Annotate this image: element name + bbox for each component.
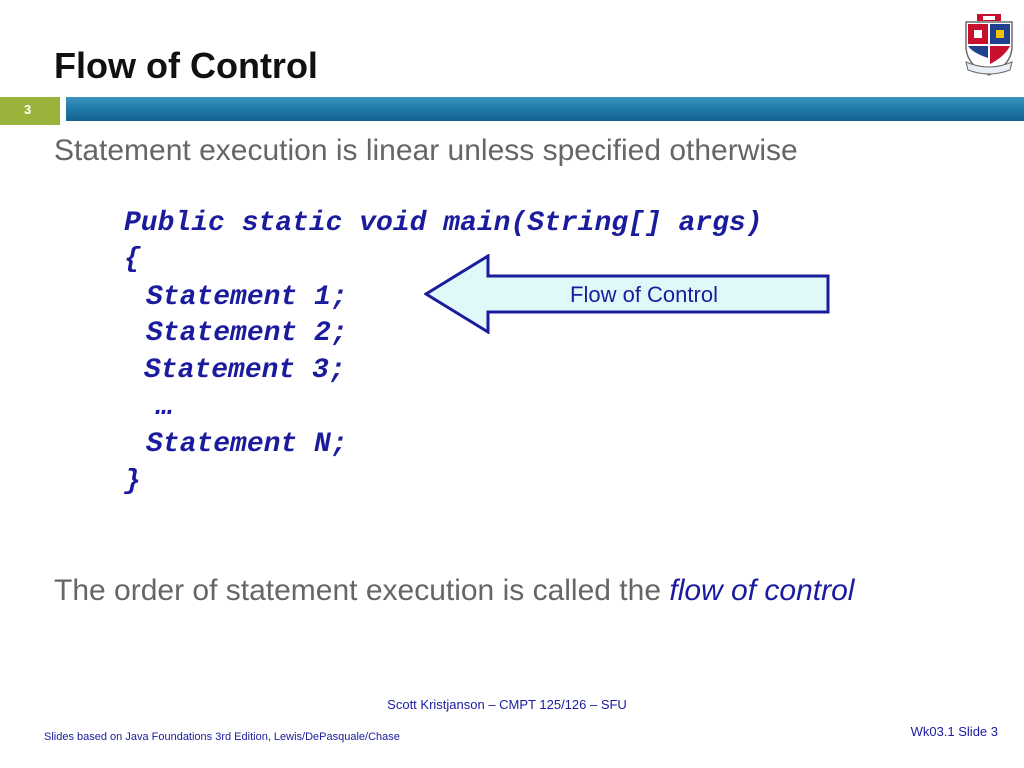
left-arrow-callout — [424, 254, 830, 334]
bullet-linear-execution: Statement execution is linear unless spe… — [54, 134, 798, 167]
code-signature: Public static void main(String[] args) — [124, 208, 763, 239]
footer-source: Slides based on Java Foundations 3rd Edi… — [44, 731, 400, 743]
code-line: Statement 3; — [144, 355, 346, 386]
code-open-brace: { — [124, 244, 141, 275]
code-line: Statement 2; — [146, 318, 348, 349]
slide-number: 3 — [24, 102, 32, 117]
bullet2-text: The order of statement execution is call… — [54, 574, 662, 607]
slide-number-badge: 3 — [0, 97, 60, 125]
bullet2-emphasis: flow of control — [669, 574, 855, 607]
code-line: Statement N; — [146, 429, 348, 460]
university-crest-icon — [965, 14, 1013, 76]
slide-title: Flow of Control — [54, 45, 318, 86]
footer-slide-id: Wk03.1 Slide 3 — [910, 724, 998, 739]
code-line: Statement 1; — [146, 282, 348, 313]
code-close-brace: } — [124, 466, 141, 497]
arrow-label: Flow of Control — [570, 282, 718, 307]
footer-author: Scott Kristjanson – CMPT 125/126 – SFU — [387, 697, 627, 712]
header-bar — [66, 97, 1024, 121]
code-ellipsis: … — [156, 392, 173, 423]
bullet-flow-of-control: The order of statement execution is call… — [54, 574, 854, 608]
